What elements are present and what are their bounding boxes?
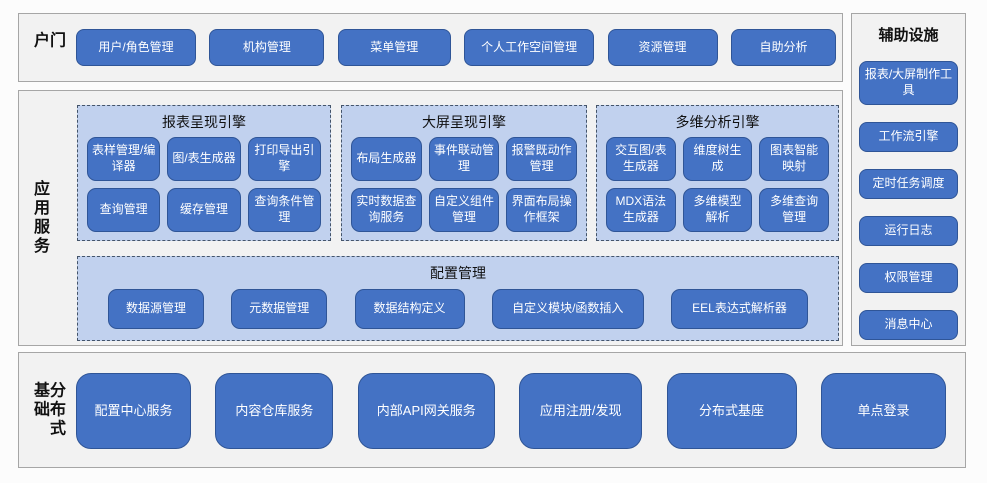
node-data-structure-definition: 数据结构定义 <box>354 289 465 329</box>
node-custom-component-management: 自定义组件管理 <box>428 188 500 232</box>
node-metadata-management: 元数据管理 <box>231 289 328 329</box>
node-multidim-model-parsing: 多维模型解析 <box>682 188 753 232</box>
node-resource-management: 资源管理 <box>607 29 718 66</box>
node-eel-expression-parser: EEL表达式解析器 <box>671 289 808 329</box>
distributed-foundation-section: 分布式基础 配置中心服务 内容仓库服务 内部API网关服务 应用注册/发现 分布… <box>18 352 966 468</box>
node-workflow-engine: 工作流引擎 <box>859 122 958 152</box>
distributed-foundation-label: 分布式基础 <box>31 381 64 439</box>
portal-section: 门户 用户/角色管理 机构管理 菜单管理 个人工作空间管理 资源管理 自助分析 <box>18 13 843 82</box>
config-node-row: 数据源管理 元数据管理 数据结构定义 自定义模块/函数插入 EEL表达式解析器 <box>108 288 808 330</box>
node-cache-management: 缓存管理 <box>167 188 241 232</box>
node-run-log: 运行日志 <box>859 216 958 246</box>
node-distributed-base: 分布式基座 <box>666 373 797 449</box>
node-custom-module-function-insert: 自定义模块/函数插入 <box>491 289 644 329</box>
node-report-dashboard-authoring-tool: 报表/大屏制作工具 <box>859 61 958 105</box>
aux-facilities-section: 辅助设施 报表/大屏制作工具 工作流引擎 定时任务调度 运行日志 权限管理 消息… <box>851 13 966 346</box>
node-single-sign-on: 单点登录 <box>820 373 946 449</box>
node-menu-management: 菜单管理 <box>337 29 451 66</box>
olap-engine-group: 多维分析引擎 交互图/表生成器 维度树生成 图表智能映射 MDX语法生成器 多维… <box>596 105 839 241</box>
node-multidim-query-management: 多维查询管理 <box>759 188 829 232</box>
node-ui-layout-operation-framework: 界面布局操作框架 <box>506 188 577 232</box>
node-content-repository-service: 内容仓库服务 <box>215 373 334 449</box>
node-query-condition-management: 查询条件管理 <box>247 188 321 232</box>
node-message-center: 消息中心 <box>859 310 958 340</box>
node-self-service-analysis: 自助分析 <box>730 29 836 66</box>
node-alarm-action-management: 报警既动作管理 <box>506 137 577 181</box>
node-chart-smart-mapping: 图表智能映射 <box>759 137 829 181</box>
node-realtime-data-query-service: 实时数据查询服务 <box>351 188 422 232</box>
app-services-section: 应用服务 报表呈现引擎 表样管理/编译器 图/表生成器 打印导出引擎 查询管理 … <box>18 90 843 346</box>
portal-label: 门户 <box>31 30 64 50</box>
node-event-linkage-management: 事件联动管理 <box>428 137 500 181</box>
node-user-role-management: 用户/角色管理 <box>76 29 196 66</box>
node-query-management: 查询管理 <box>87 188 161 232</box>
foundation-node-row: 配置中心服务 内容仓库服务 内部API网关服务 应用注册/发现 分布式基座 单点… <box>76 373 946 449</box>
node-app-registration-discovery: 应用注册/发现 <box>519 373 643 449</box>
report-engine-grid: 表样管理/编译器 图/表生成器 打印导出引擎 查询管理 缓存管理 查询条件管理 <box>87 137 321 232</box>
aux-node-column: 报表/大屏制作工具 工作流引擎 定时任务调度 运行日志 权限管理 消息中心 <box>852 61 965 340</box>
aux-facilities-title: 辅助设施 <box>878 27 939 44</box>
node-print-export-engine: 打印导出引擎 <box>247 137 321 181</box>
node-personal-workspace-management: 个人工作空间管理 <box>464 29 595 66</box>
node-scheduled-task-scheduler: 定时任务调度 <box>859 169 958 199</box>
report-engine-title: 报表呈现引擎 <box>162 114 246 130</box>
node-permission-management: 权限管理 <box>859 263 958 293</box>
app-services-label: 应用服务 <box>31 180 48 256</box>
config-management-title: 配置管理 <box>430 265 486 281</box>
dashboard-engine-grid: 布局生成器 事件联动管理 报警既动作管理 实时数据查询服务 自定义组件管理 界面… <box>351 137 577 232</box>
node-chart-table-generator: 图/表生成器 <box>167 137 241 181</box>
dashboard-engine-title: 大屏呈现引擎 <box>422 114 506 130</box>
config-management-group: 配置管理 数据源管理 元数据管理 数据结构定义 自定义模块/函数插入 EEL表达… <box>77 256 839 341</box>
report-engine-group: 报表呈现引擎 表样管理/编译器 图/表生成器 打印导出引擎 查询管理 缓存管理 … <box>77 105 331 241</box>
node-organization-management: 机构管理 <box>209 29 325 66</box>
node-config-center-service: 配置中心服务 <box>76 373 191 449</box>
node-internal-api-gateway-service: 内部API网关服务 <box>357 373 495 449</box>
olap-engine-title: 多维分析引擎 <box>675 114 760 130</box>
portal-node-row: 用户/角色管理 机构管理 菜单管理 个人工作空间管理 资源管理 自助分析 <box>76 29 836 66</box>
node-mdx-syntax-generator: MDX语法生成器 <box>606 188 676 232</box>
node-template-management-compiler: 表样管理/编译器 <box>87 137 161 181</box>
olap-engine-grid: 交互图/表生成器 维度树生成 图表智能映射 MDX语法生成器 多维模型解析 多维… <box>606 137 829 232</box>
node-datasource-management: 数据源管理 <box>108 289 204 329</box>
node-layout-generator: 布局生成器 <box>351 137 422 181</box>
node-dimension-tree-generation: 维度树生成 <box>682 137 753 181</box>
dashboard-engine-group: 大屏呈现引擎 布局生成器 事件联动管理 报警既动作管理 实时数据查询服务 自定义… <box>341 105 587 241</box>
node-interactive-chart-generator: 交互图/表生成器 <box>606 137 676 181</box>
